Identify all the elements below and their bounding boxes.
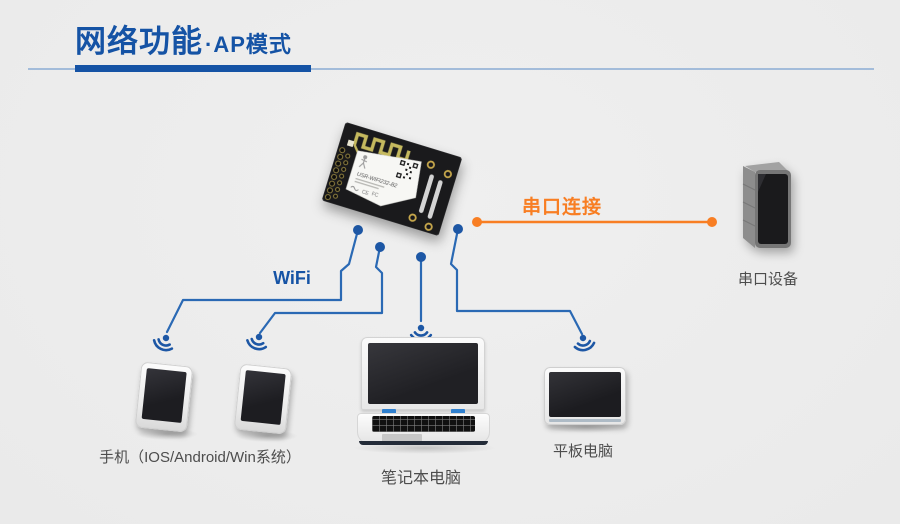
laptop-bottom-edge: [359, 441, 488, 445]
serial-device-sheen: [758, 174, 766, 192]
laptop-display: [368, 343, 478, 404]
serial-device: [742, 162, 791, 248]
tablet-base: [549, 419, 621, 422]
serial-device-top: [745, 162, 789, 172]
phones-caption: 手机（IOS/Android/Win系统）: [99, 449, 301, 466]
serial-connection-label: 串口连接: [521, 197, 603, 218]
pcb-slot: [419, 174, 434, 213]
pcb-castellated-pads: [324, 147, 351, 201]
phone-screen: [141, 368, 187, 423]
phone-device: [134, 361, 194, 433]
page-title-sub: ·AP模式: [205, 32, 292, 57]
wifi-signal-icon: [246, 333, 268, 351]
wifi-signal-icon: [152, 334, 174, 352]
wifi-line-phone2: [258, 245, 384, 335]
module-smallprint-line: [354, 180, 379, 190]
qr-code: [395, 159, 419, 180]
header-divider-accent: [75, 65, 311, 72]
phone-screen: [240, 370, 286, 425]
phone-device: [233, 363, 293, 435]
serial-line-endpoints: [472, 217, 717, 227]
serial-device-caption: 串口设备: [737, 271, 799, 288]
page-title-main: 网络功能: [75, 24, 203, 59]
laptop-device: [357, 337, 490, 447]
pcb-mount-holes: [408, 160, 452, 231]
tablet-screen: [549, 372, 621, 417]
serial-device-side-ridges: [742, 183, 756, 227]
laptop-hinge: [451, 409, 465, 414]
serial-device-side: [743, 166, 755, 248]
antenna-feed-pad: [346, 139, 355, 148]
tablet-device: [544, 367, 626, 425]
brand-logo-icon: [358, 155, 368, 169]
ce-mark: CE: [361, 189, 370, 197]
wifi-module: USR-WIFI232-B2 CE FC: [322, 122, 462, 236]
laptop-hinge: [382, 409, 396, 414]
module-smallprint-line: [355, 177, 385, 188]
fcc-mark: FC: [371, 191, 380, 199]
laptop-trackpad: [382, 434, 422, 442]
module-signature-mark: [350, 185, 359, 192]
wifi-signal-icon: [573, 334, 596, 352]
serial-device-front: [758, 174, 788, 244]
laptop-caption: 笔记本电脑: [380, 470, 462, 487]
page-title: 网络功能 ·AP模式: [75, 16, 292, 61]
laptop-base: [357, 413, 490, 444]
laptop-screen: [361, 337, 485, 410]
wifi-line-tablet: [449, 227, 584, 336]
header-divider-line: [28, 68, 874, 70]
laptop-keyboard: [372, 416, 475, 432]
wifi-line-phone1: [165, 228, 360, 334]
pcb-slot: [427, 180, 443, 219]
laptop-shadow: [352, 442, 497, 454]
wifi-line-endpoints: [353, 224, 463, 262]
tablet-caption: 平板电脑: [552, 443, 614, 460]
wifi-connection-label: WiFi: [273, 268, 311, 288]
